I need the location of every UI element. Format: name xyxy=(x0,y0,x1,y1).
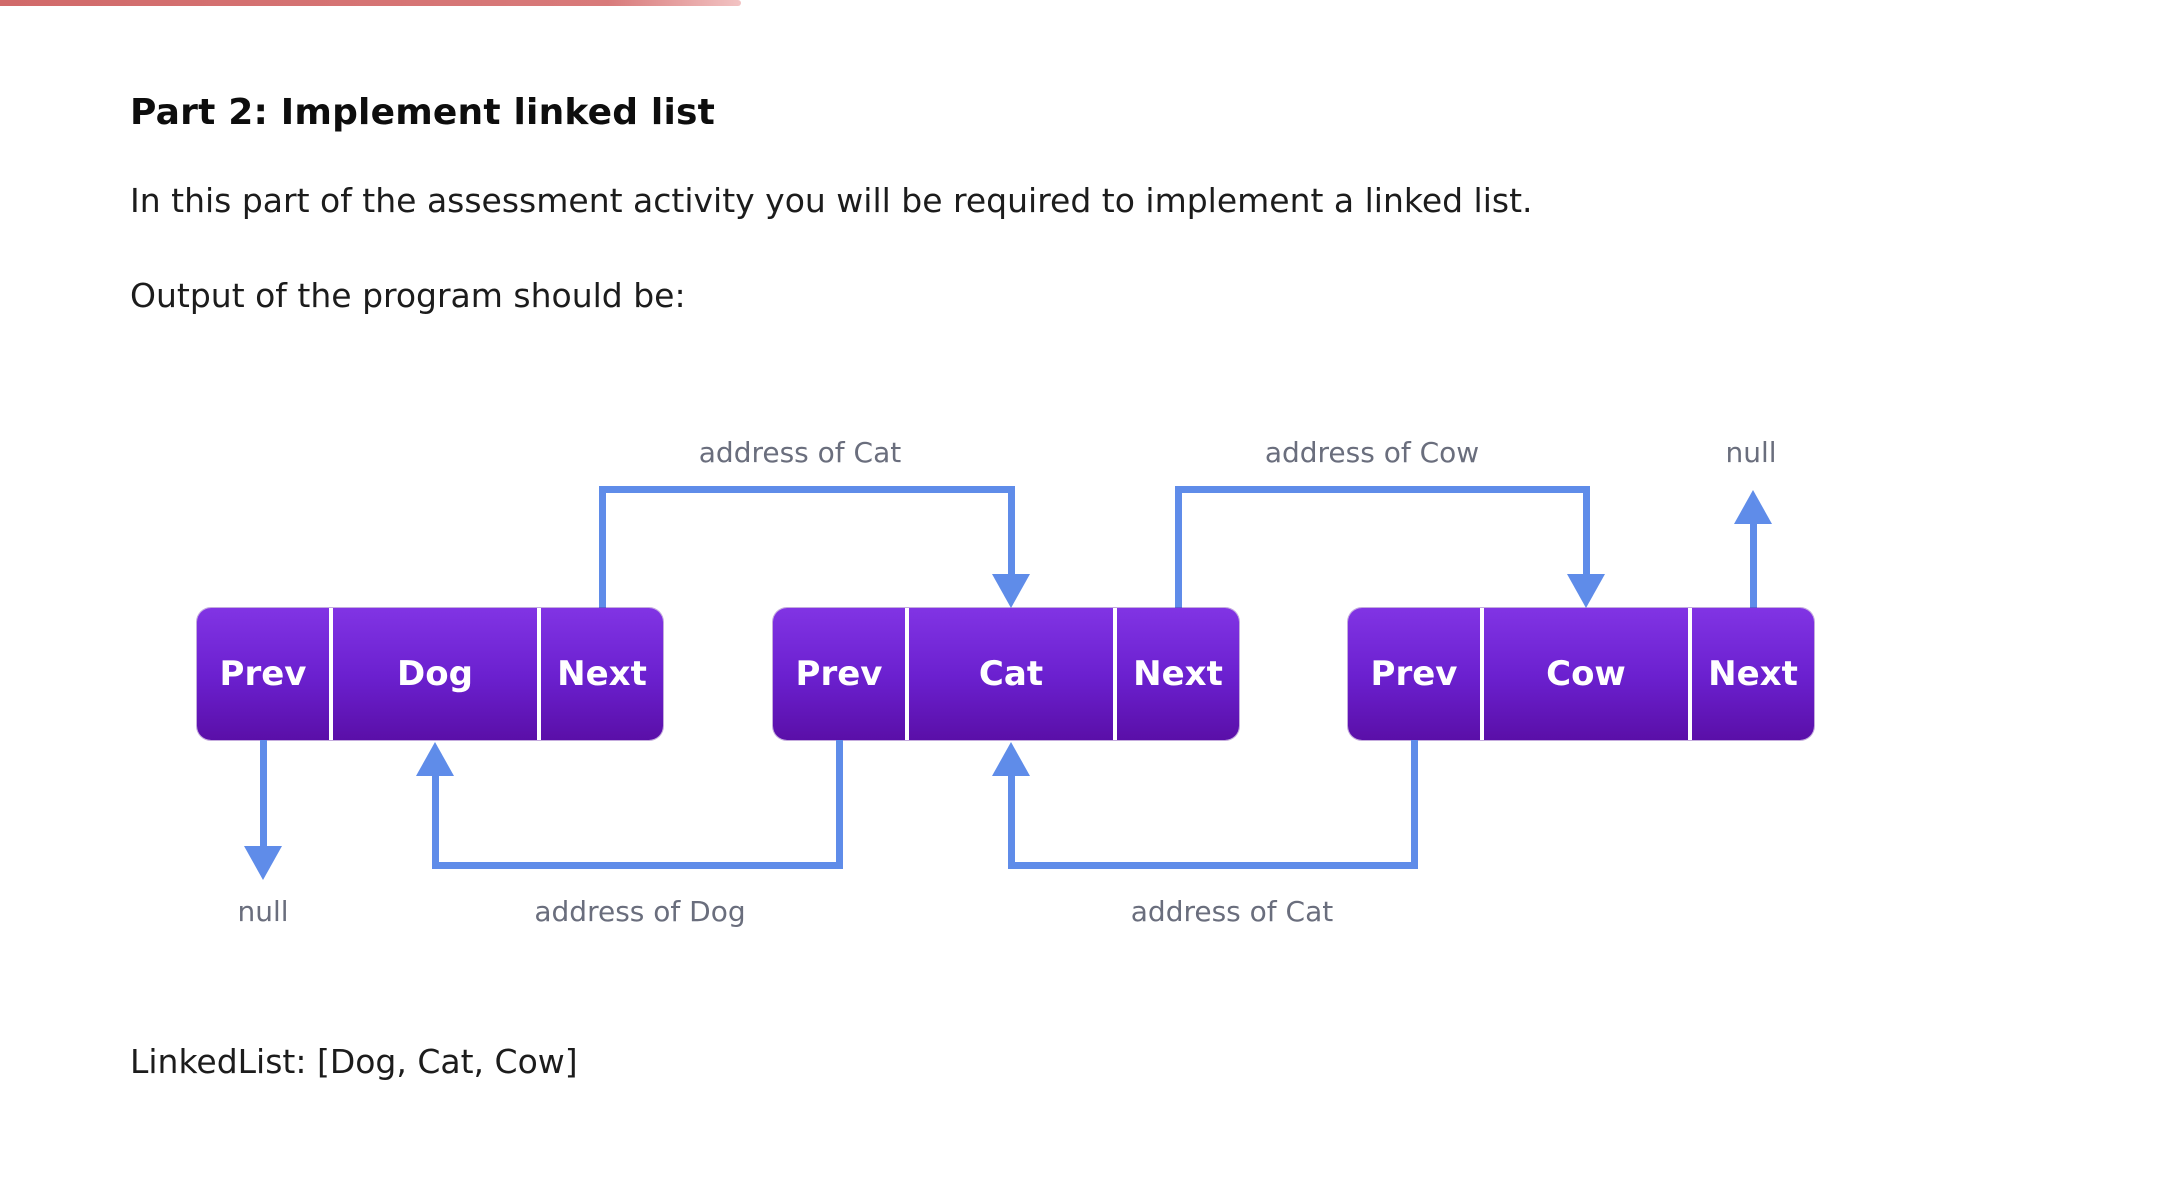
arrow-segment-vertical xyxy=(1583,486,1590,576)
node-dog: Prev Dog Next xyxy=(197,608,663,740)
intro-paragraph: In this part of the assessment activity … xyxy=(130,181,1533,220)
node-cat-next-cell: Next xyxy=(1133,654,1223,694)
arrow-segment-vertical xyxy=(1750,522,1757,608)
arrow-segment-horizontal xyxy=(1175,486,1590,493)
arrow-segment-vertical xyxy=(1008,774,1015,862)
node-cow-prev-cell: Prev xyxy=(1370,654,1458,694)
arrow-segment-vertical xyxy=(1008,486,1015,576)
node-dog-value-cell: Dog xyxy=(397,654,473,694)
arrow-segment-horizontal xyxy=(432,862,843,869)
arrowhead-down-icon xyxy=(244,846,282,880)
arrow-segment-vertical xyxy=(599,486,606,608)
node-cow: Prev Cow Next xyxy=(1348,608,1814,740)
cell-divider xyxy=(1688,608,1692,740)
node-cat-prev-cell: Prev xyxy=(795,654,883,694)
arrow-segment-vertical xyxy=(836,740,843,869)
arrowhead-up-icon xyxy=(416,742,454,776)
label-null-bottom: null xyxy=(237,895,289,928)
arrow-segment-vertical xyxy=(1411,740,1418,869)
node-cat: Prev Cat Next xyxy=(773,608,1239,740)
arrowhead-down-icon xyxy=(992,574,1030,608)
cell-divider xyxy=(1113,608,1117,740)
cell-divider xyxy=(905,608,909,740)
node-dog-next-cell: Next xyxy=(557,654,647,694)
arrow-segment-horizontal xyxy=(599,486,1015,493)
arrowhead-up-icon xyxy=(1734,490,1772,524)
label-address-of-cat-bottom: address of Cat xyxy=(1130,895,1334,928)
arrow-segment-vertical xyxy=(260,740,267,846)
arrow-segment-vertical xyxy=(432,774,439,862)
node-cow-next-cell: Next xyxy=(1708,654,1798,694)
cell-divider xyxy=(329,608,333,740)
top-accent-line xyxy=(0,0,741,6)
arrowhead-up-icon xyxy=(992,742,1030,776)
arrowhead-down-icon xyxy=(1567,574,1605,608)
cell-divider xyxy=(537,608,541,740)
arrow-segment-horizontal xyxy=(1008,862,1418,869)
node-cow-value-cell: Cow xyxy=(1546,654,1626,694)
label-address-of-cat-top: address of Cat xyxy=(698,436,902,469)
arrow-segment-vertical xyxy=(1175,486,1182,608)
result-line: LinkedList: [Dog, Cat, Cow] xyxy=(130,1042,578,1081)
node-dog-prev-cell: Prev xyxy=(219,654,307,694)
label-null-top: null xyxy=(1725,436,1777,469)
section-heading: Part 2: Implement linked list xyxy=(130,92,716,133)
label-address-of-dog-bottom: address of Dog xyxy=(534,895,746,928)
output-intro-paragraph: Output of the program should be: xyxy=(130,276,686,315)
label-address-of-cow-top: address of Cow xyxy=(1264,436,1480,469)
node-cat-value-cell: Cat xyxy=(978,654,1044,694)
cell-divider xyxy=(1480,608,1484,740)
